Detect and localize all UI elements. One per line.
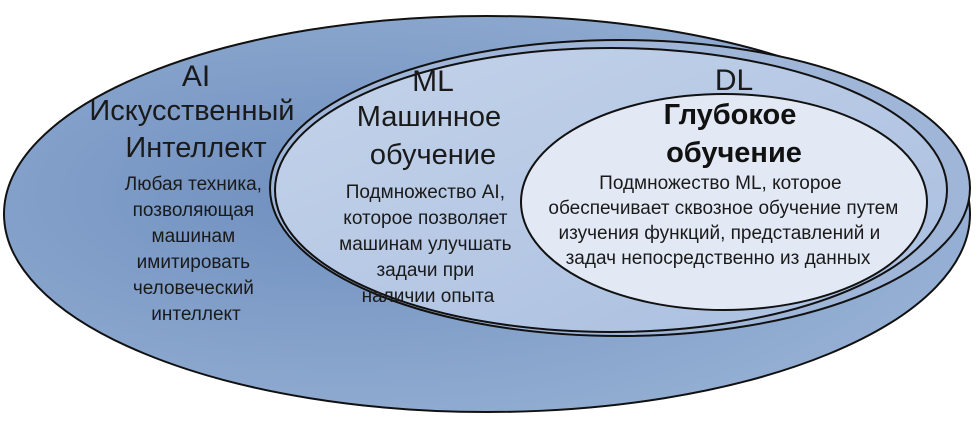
- dl-desc-line: обеспечивает сквозное обучение путем: [548, 198, 898, 219]
- ml-name: Машинное обучение: [357, 101, 509, 171]
- ai-desc-line: имитировать: [137, 252, 250, 273]
- ml-desc-line: наличии опыта: [362, 286, 495, 307]
- ml-description: Подмножество AI, которое позволяет машин…: [339, 182, 517, 307]
- ai-desc-line: человеческий: [133, 278, 254, 299]
- ai-name: Искусственный Интеллект: [89, 95, 302, 164]
- dl-desc-line: изучения функций, представлений и: [559, 223, 881, 244]
- ml-desc-line: задачи при: [376, 260, 474, 281]
- ml-desc-line: которое позволяет: [343, 208, 507, 229]
- ai-name-line: Искусственный: [89, 95, 294, 127]
- ml-desc-line: машинам улучшать: [339, 234, 512, 255]
- ai-name-line: Интеллект: [125, 132, 266, 164]
- ml-name-line: Машинное: [357, 101, 501, 133]
- ai-desc-line: позволяющая: [133, 200, 255, 221]
- ai-description: Любая техника, позволяющая машинам имити…: [125, 174, 267, 325]
- dl-name: Глубокое обучение: [664, 99, 805, 169]
- ai-abbr: AI: [182, 60, 210, 93]
- ml-desc-line: Подмножество AI,: [346, 182, 505, 203]
- dl-ellipse: [520, 93, 928, 311]
- ml-name-line: обучение: [370, 139, 496, 171]
- dl-name-line: обучение: [666, 137, 802, 169]
- ai-desc-line: машинам: [152, 226, 236, 247]
- dl-desc-line: Подмножество ML, которое: [599, 173, 841, 194]
- dl-abbr: DL: [715, 64, 753, 97]
- ml-abbr: ML: [412, 65, 454, 98]
- dl-name-line: Глубокое: [664, 99, 797, 131]
- ai-desc-line: интеллект: [151, 304, 241, 325]
- dl-description: Подмножество ML, которое обеспечивает ск…: [548, 173, 903, 269]
- dl-desc-line: задач непосредственно из данных: [566, 248, 871, 269]
- ai-desc-line: Любая техника,: [125, 174, 262, 195]
